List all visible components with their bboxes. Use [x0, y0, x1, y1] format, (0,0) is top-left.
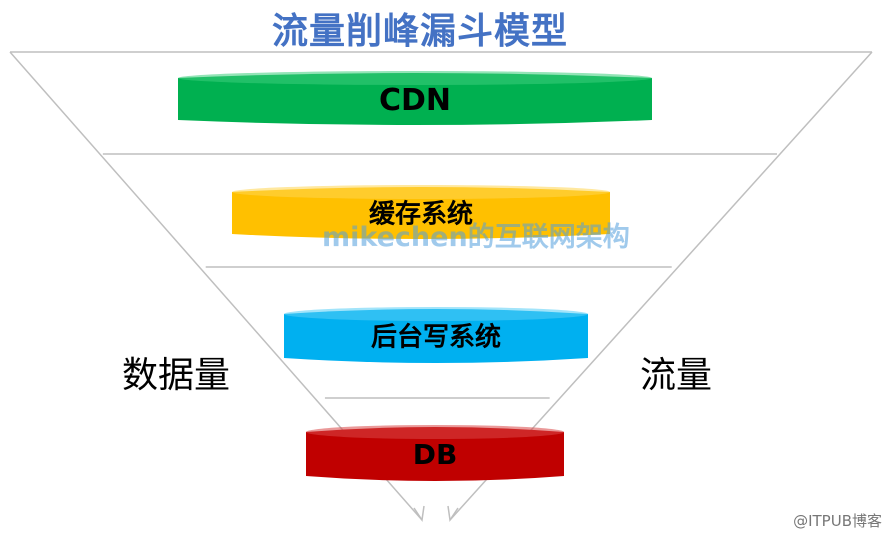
diagram-title: 流量削峰漏斗模型 — [271, 11, 568, 52]
layer-bar-top — [306, 425, 564, 439]
layer-bar-top — [178, 71, 652, 85]
layer-label: 后台写系统 — [371, 321, 501, 352]
layer-label: CDN — [379, 83, 451, 118]
layer-bar — [178, 73, 652, 125]
layer-bar — [232, 187, 610, 239]
funnel-layer-2: 缓存系统 — [232, 185, 610, 239]
right-label-traffic: 流量 — [640, 355, 713, 396]
credit-text: @ITPUB博客 — [793, 512, 882, 530]
layer-bar — [284, 309, 588, 363]
layer-label: 缓存系统 — [369, 198, 473, 229]
funnel-arrows — [413, 505, 459, 523]
right-arrow-head — [447, 505, 459, 523]
watermark-text: mikechen的互联网架构 — [322, 222, 630, 253]
left-arrow-head — [413, 505, 425, 523]
funnel-layer-4: DB — [306, 425, 564, 481]
layer-label: DB — [413, 438, 458, 471]
layer-bar-top — [284, 307, 588, 321]
layer-bar — [306, 427, 564, 481]
layer-bar-top — [232, 185, 610, 199]
funnel-layer-1: CDN — [178, 71, 652, 125]
funnel-layer-3: 后台写系统 — [284, 307, 588, 363]
left-label-data-volume: 数据量 — [122, 355, 231, 396]
